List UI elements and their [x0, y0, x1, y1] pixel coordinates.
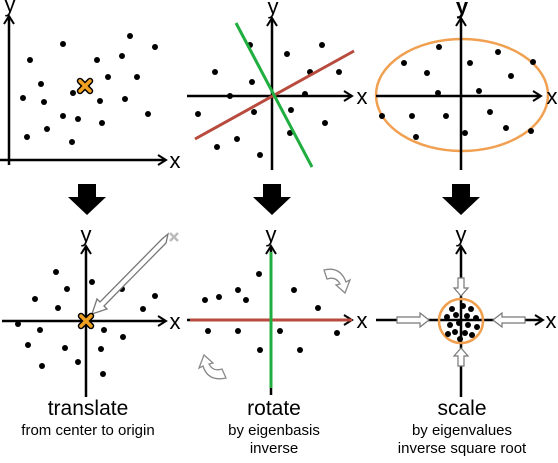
step-title-translate: translate: [47, 397, 129, 420]
step-detail-scale-2: inverse square root: [397, 440, 527, 457]
step-detail-scale: by eigenvalues: [411, 422, 513, 439]
x-axis-label: x: [357, 308, 368, 333]
y-axis-arrow: [455, 244, 467, 255]
y-axis-arrow: [265, 244, 277, 255]
x-axis-arrow: [343, 90, 354, 102]
curved-arrow-icon: [323, 268, 352, 295]
y-axis-label: y: [456, 222, 467, 247]
eigenvector-minor: [234, 22, 314, 168]
panel-translate: x y: [2, 222, 181, 397]
down-arrow-icon: [253, 184, 291, 215]
step-detail-translate: from center to origin: [21, 422, 155, 439]
data-points: [444, 303, 480, 342]
x-axis-label: x: [546, 308, 557, 333]
down-arrow-icon: [442, 184, 480, 215]
translation-arrow: [90, 232, 170, 316]
step-title-rotate: rotate: [247, 397, 301, 420]
inward-arrow-icon: [492, 311, 526, 329]
cross-marker-icon: [77, 312, 95, 330]
panel-rotated-data: x y: [374, 0, 558, 170]
y-axis-label: y: [456, 0, 469, 19]
y-axis-label: y: [5, 0, 16, 17]
panel-centered-data: x y: [187, 0, 368, 170]
step-detail-rotate-2: inverse: [249, 440, 299, 457]
x-axis-arrow: [534, 314, 545, 326]
x-axis-arrow: [157, 154, 168, 166]
x-axis-label: x: [170, 309, 181, 334]
origin-center-marker-icon: [169, 232, 179, 242]
x-axis-arrow: [157, 315, 168, 327]
data-points: [202, 271, 340, 353]
y-axis-arrow: [3, 14, 15, 25]
data-points: [379, 44, 536, 140]
panel-rotate: x y: [187, 222, 368, 395]
step-detail-rotate: by eigenbasis: [228, 422, 320, 439]
x-axis-label: x: [170, 148, 181, 173]
curved-arrow-icon: [197, 353, 227, 380]
y-axis-label: y: [81, 222, 92, 247]
panel-scale: x y: [376, 222, 557, 397]
y-axis-label: y: [268, 0, 279, 19]
step-title-scale: scale: [437, 397, 487, 420]
unit-circle: [437, 297, 485, 345]
y-axis-arrow: [266, 16, 278, 27]
y-axis-label: y: [266, 222, 277, 247]
inward-arrow-icon: [452, 277, 470, 297]
cross-marker-icon: [76, 77, 94, 95]
x-axis-label: x: [357, 84, 368, 109]
y-axis-arrow: [80, 244, 92, 255]
down-arrow-icon: [68, 184, 106, 215]
data-points: [195, 42, 342, 158]
x-axis-arrow: [532, 90, 543, 102]
panel-original-data: x y: [0, 0, 181, 173]
data-points: [20, 33, 158, 145]
data-points: [15, 269, 158, 377]
inward-arrow-icon: [452, 347, 470, 367]
y-axis-arrow: [455, 16, 467, 27]
x-axis-label: x: [547, 84, 558, 109]
inward-arrow-icon: [396, 311, 430, 329]
